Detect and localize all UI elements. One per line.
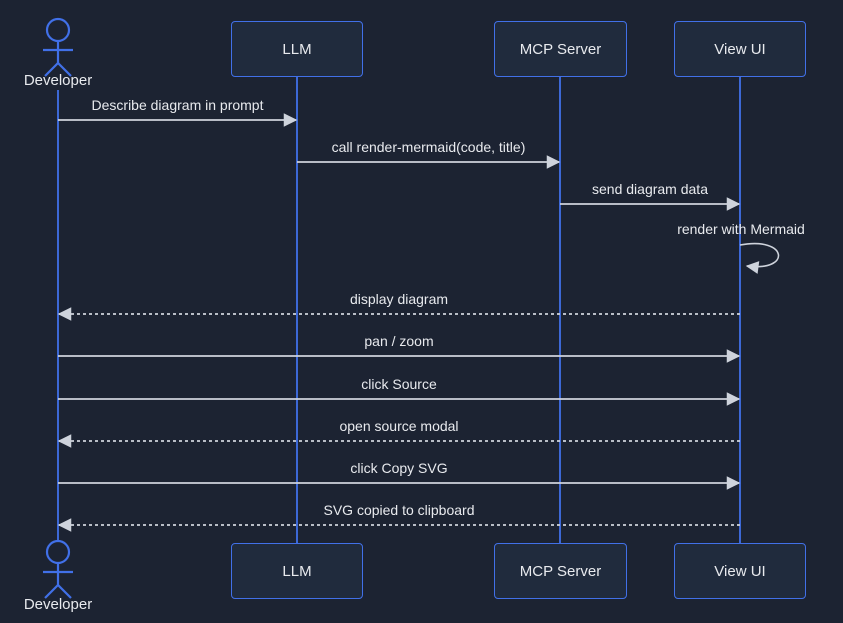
- actor-figure-developer-bottom: [43, 539, 73, 599]
- participant-box-mcp-server-top: MCP Server: [494, 21, 627, 77]
- actor-figure-developer-top: [43, 17, 73, 77]
- message-label-1: call render-mermaid(code, title): [331, 139, 526, 155]
- self-loop-arrow-3: [739, 242, 780, 274]
- message-label-4: display diagram: [349, 291, 449, 307]
- message-label-5: pan / zoom: [364, 333, 434, 349]
- message-label-0: Describe diagram in prompt: [91, 97, 264, 113]
- actor-label-developer-bottom: Developer: [23, 596, 93, 613]
- message-label-7: open source modal: [339, 418, 459, 434]
- participant-box-view-ui-top: View UI: [674, 21, 806, 77]
- message-label-8: click Copy SVG: [350, 460, 448, 476]
- message-label-6: click Source: [361, 376, 437, 392]
- actor-label-developer-top: Developer: [23, 72, 93, 89]
- participant-box-llm-top: LLM: [231, 21, 363, 77]
- participant-box-mcp-server-bottom: MCP Server: [494, 543, 627, 599]
- message-label-9: SVG copied to clipboard: [323, 502, 475, 518]
- participant-box-llm-bottom: LLM: [231, 543, 363, 599]
- message-label-3: render with Mermaid: [677, 221, 805, 237]
- participant-box-view-ui-bottom: View UI: [674, 543, 806, 599]
- message-label-2: send diagram data: [592, 181, 708, 197]
